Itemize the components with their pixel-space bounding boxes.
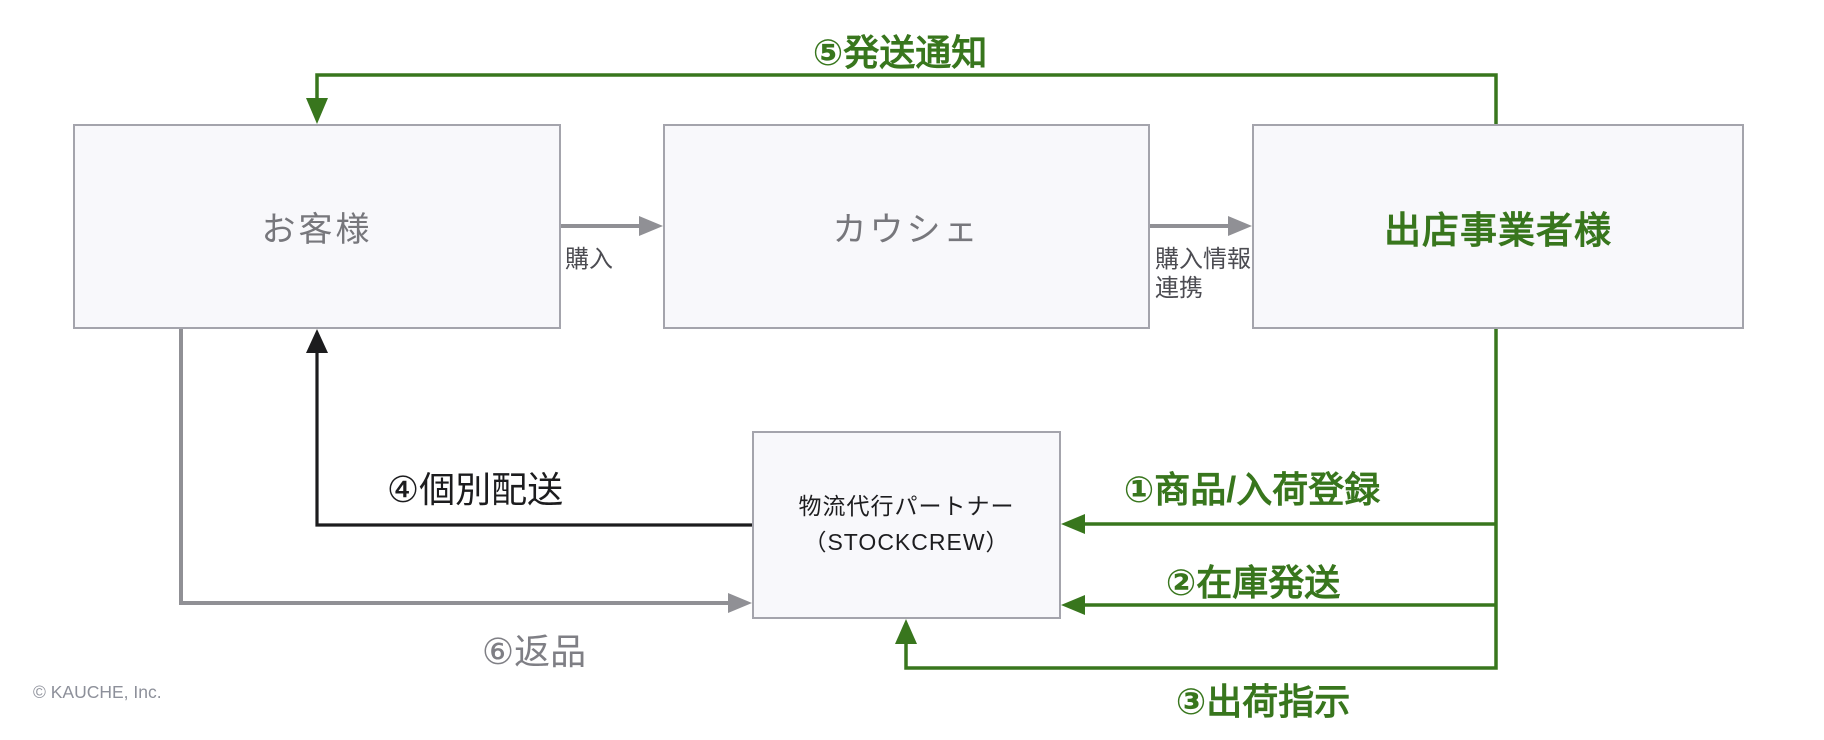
copyright-note: © KAUCHE, Inc. bbox=[33, 682, 162, 702]
edge-label-purchase: 購入 bbox=[565, 246, 613, 273]
edge-label-step3: ③出荷指示 bbox=[1175, 681, 1351, 722]
edge-step6-arrowhead-right-icon bbox=[728, 593, 752, 613]
node-merchant-label: 出店事業者様 bbox=[1384, 209, 1612, 251]
edge-purchase-info-arrowhead-right-icon bbox=[1228, 216, 1252, 236]
edge-label-step5: ⑤発送通知 bbox=[812, 32, 988, 73]
edge-label-purchase-info-line1: 購入情報 bbox=[1155, 246, 1251, 273]
edge-label-step2: ②在庫発送 bbox=[1165, 562, 1341, 603]
node-logistics-label-line1: 物流代行パートナー bbox=[798, 493, 1015, 520]
node-customer-label: お客様 bbox=[261, 211, 373, 249]
edge-label-step6: ⑥返品 bbox=[481, 631, 587, 672]
edge-step5-arrowhead-down-icon bbox=[306, 98, 328, 124]
node-logistics: 物流代行パートナー （STOCKCREW） bbox=[752, 431, 1061, 619]
edge-step1-arrowhead-left-icon bbox=[1061, 514, 1085, 534]
node-customer: お客様 bbox=[73, 124, 561, 329]
edge-purchase-arrowhead-right-icon bbox=[639, 216, 663, 236]
node-merchant: 出店事業者様 bbox=[1252, 124, 1744, 329]
edge-label-purchase-info: 購入情報 連携 bbox=[1155, 245, 1251, 304]
edge-label-purchase-info-line2: 連携 bbox=[1155, 275, 1203, 303]
edge-step3-arrowhead-up-icon bbox=[895, 619, 917, 644]
edge-step4-arrowhead-up-icon bbox=[306, 329, 328, 353]
edge-label-step4: ④個別配送 bbox=[386, 469, 564, 510]
node-logistics-label-line2: （STOCKCREW） bbox=[803, 529, 1010, 555]
node-kauche-label: カウシェ bbox=[832, 211, 981, 249]
edge-step5-line bbox=[315, 73, 1498, 124]
node-kauche: カウシェ bbox=[663, 124, 1150, 329]
edge-label-step1: ①商品/入荷登録 bbox=[1123, 469, 1381, 510]
